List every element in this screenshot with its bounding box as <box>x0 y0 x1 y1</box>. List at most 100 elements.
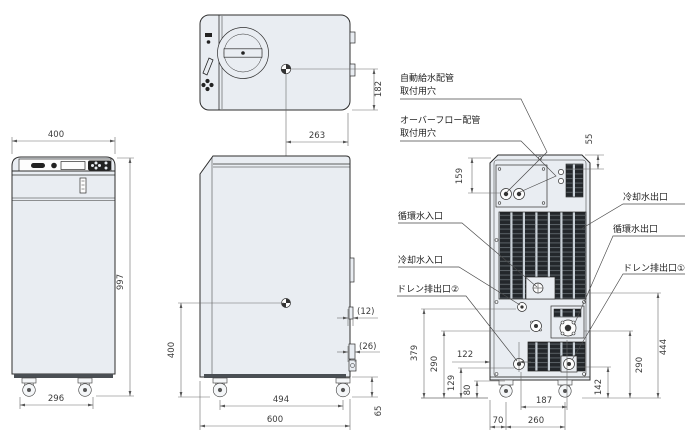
label-circulating-inlet-text: 循環水入口 <box>398 210 443 222</box>
base-plate <box>14 374 113 378</box>
label-drain-outlet-2: ドレン排出口② <box>397 283 518 362</box>
dim-rear-122-value: 122 <box>457 350 473 360</box>
base-plate <box>204 374 346 378</box>
label-cooling-outlet: 冷却水出口 <box>580 191 685 230</box>
label-circulating-outlet-text: 循環水出口 <box>613 223 658 235</box>
cord-inlet <box>348 359 357 372</box>
label-drain-outlet-1: ドレン排出口① <box>571 262 685 361</box>
dim-rear-70: 70 <box>489 400 507 430</box>
display-icon <box>202 57 214 76</box>
dim-front-caster-span-value: 296 <box>48 394 64 404</box>
keypad-icon <box>88 160 111 171</box>
caster <box>498 379 514 398</box>
dim-rear-panel-offset: 159 <box>455 157 500 194</box>
dim-front-height: 997 <box>96 157 134 397</box>
dim-side-tab2-value: (26) <box>359 342 376 352</box>
rear-connector-tab <box>349 257 355 283</box>
dim-top-hole-side-value: 182 <box>374 81 384 97</box>
label-overflow: オーバーフロー配管 取付用穴 <box>400 114 557 193</box>
circulating-outlet-panel <box>550 305 585 339</box>
dim-rear-129: 129 <box>447 367 514 399</box>
tank-cap <box>217 27 269 79</box>
top-view: 182 263 <box>199 14 384 298</box>
dim-rear-444-value: 444 <box>659 339 669 355</box>
caster <box>21 377 37 397</box>
cooling-outlet-port <box>558 163 584 198</box>
side-body <box>199 155 351 378</box>
caster <box>212 377 228 398</box>
circulating-outlet-port <box>559 319 577 337</box>
dim-rear-top-offset: 55 <box>566 134 604 170</box>
side-view: 400 (12) (26) 494 600 65 <box>167 155 384 430</box>
piping-hole-panel <box>495 164 548 208</box>
dim-rear-70-value: 70 <box>493 416 504 426</box>
label-auto-supply: 自動給水配管 取付用穴 <box>400 72 548 193</box>
dim-rear-187-value: 187 <box>536 396 552 406</box>
dim-side-hole-height: 400 <box>167 302 284 398</box>
rear-tab-12 <box>348 306 354 320</box>
rear-tab <box>349 31 356 44</box>
cooling-inlet-port <box>517 302 527 312</box>
dim-top-hole-depth-value: 263 <box>309 131 325 141</box>
display-screen <box>60 161 86 170</box>
label-cooling-inlet: 冷却水入口 <box>398 254 521 306</box>
rear-tab-26 <box>348 343 356 360</box>
dim-top-hole-side: 182 <box>291 68 384 111</box>
front-view: 400 997 296 <box>11 130 134 409</box>
dim-side-tab2: (26) <box>337 342 380 362</box>
dim-side-hole-height-value: 400 <box>167 342 177 358</box>
dim-side-caster-height-value: 65 <box>374 406 384 417</box>
label-cooling-inlet-text: 冷却水入口 <box>398 254 443 266</box>
fill-port-hole <box>280 63 292 75</box>
label-drain-outlet-2-text: ドレン排出口② <box>397 283 459 295</box>
aux-port <box>530 320 542 332</box>
dim-rear-129-value: 129 <box>447 375 457 391</box>
label-circulating-inlet: 循環水入口 <box>398 210 538 288</box>
label-overflow-line2: 取付用穴 <box>400 127 436 139</box>
label-auto-supply-line1: 自動給水配管 <box>400 72 454 84</box>
dim-front-width-value: 400 <box>48 130 64 140</box>
keypad-top-icon <box>201 78 214 92</box>
auto-supply-hole <box>500 188 512 200</box>
dim-rear-379-value: 379 <box>410 345 420 361</box>
power-switch-icon <box>31 163 45 168</box>
dim-front-width: 400 <box>11 130 116 154</box>
dim-rear-142: 142 <box>577 366 611 399</box>
caster <box>335 377 351 398</box>
dim-rear-142-value: 142 <box>594 379 604 395</box>
rear-view: 55 159 379 290 122 129 <box>410 134 669 430</box>
dim-rear-right-290-value: 290 <box>635 357 645 373</box>
panel-edge-icons <box>201 33 214 92</box>
circulating-inlet-port <box>525 276 556 300</box>
dim-front-caster-span: 296 <box>19 394 94 409</box>
dim-side-caster-span: 494 <box>219 395 344 410</box>
label-drain-outlet-1-text: ドレン排出口① <box>623 262 685 274</box>
front-body <box>11 170 116 375</box>
drain-outlet-1-port <box>560 355 578 373</box>
label-auto-supply-line2: 取付用穴 <box>400 85 436 97</box>
dim-side-depth: 600 <box>199 381 351 430</box>
dim-side-caster-span-value: 494 <box>273 395 289 405</box>
dim-rear-right-290: 290 <box>584 330 645 399</box>
side-port-hole <box>281 298 291 308</box>
caster <box>77 377 93 397</box>
dim-rear-left-290-value: 290 <box>430 356 440 372</box>
dim-rear-80: 80 <box>463 380 505 399</box>
dim-rear-top-offset-value: 55 <box>585 134 595 145</box>
dim-front-height-value: 997 <box>116 274 126 290</box>
caster <box>557 379 573 398</box>
dim-rear-187: 187 <box>520 340 568 410</box>
dim-rear-left-290: 290 <box>430 330 530 399</box>
control-panel <box>18 158 112 172</box>
rear-tab <box>349 63 356 77</box>
label-overflow-line1: オーバーフロー配管 <box>400 114 480 126</box>
dim-rear-260: 260 <box>505 402 566 430</box>
dim-side-depth-value: 600 <box>267 415 283 425</box>
dim-rear-80-value: 80 <box>463 385 473 396</box>
dim-side-caster-height: 65 <box>352 376 384 417</box>
label-cooling-outlet-text: 冷却水出口 <box>623 191 668 203</box>
overflow-hole <box>513 188 525 200</box>
dim-rear-122: 122 <box>452 342 531 372</box>
